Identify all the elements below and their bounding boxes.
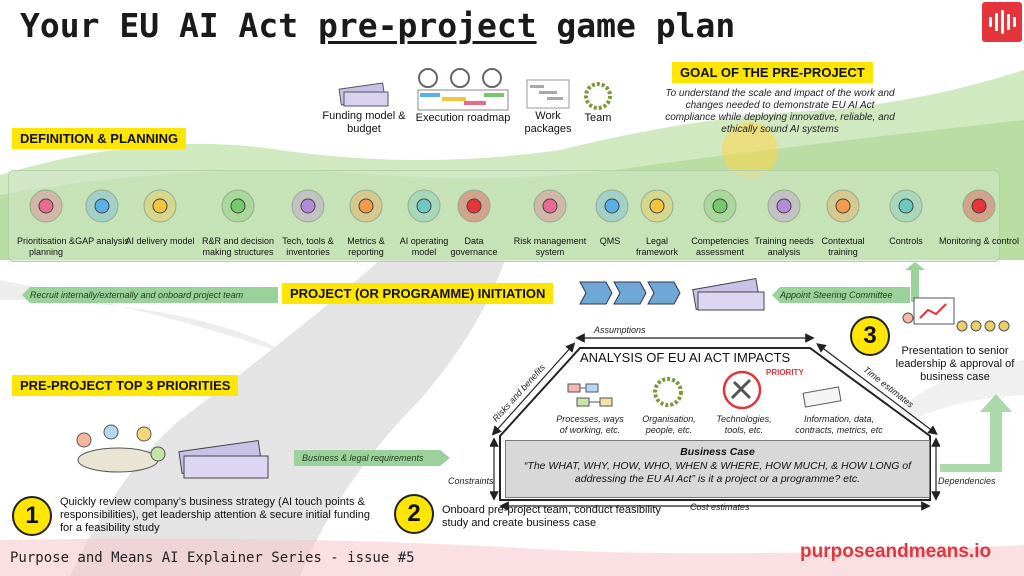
analysis-item-technologies: Technologies, tools, etc. xyxy=(716,414,772,435)
goal-text: To understand the scale and impact of th… xyxy=(665,88,895,135)
brand-url: purposeandmeans.io xyxy=(800,541,992,562)
funding-money-icon xyxy=(178,439,269,479)
definition-item-label: R&R and decision making structures xyxy=(201,236,275,257)
people-icon xyxy=(682,180,758,230)
thumbs-up-icon xyxy=(590,180,630,230)
definition-item: AI operating model xyxy=(393,180,455,258)
triangle-model-icon xyxy=(393,180,455,230)
team-circle-icon xyxy=(584,82,612,110)
cycle-icon xyxy=(124,180,196,230)
definition-item: AI delivery model xyxy=(124,180,196,247)
definition-item-label: Training needs analysis xyxy=(754,236,814,257)
definition-heading: DEFINITION & PLANNING xyxy=(12,128,187,149)
top-item-funding: Funding model & budget xyxy=(322,76,406,136)
gantt-icon xyxy=(526,79,570,109)
definition-item: Contextual training xyxy=(812,180,874,258)
shield-gears-icon xyxy=(446,180,502,230)
brand-logo-icon xyxy=(982,2,1022,42)
definition-item-label: Prioritisation & planning xyxy=(16,236,76,257)
meeting-illustration-icon xyxy=(76,424,166,473)
approval-arrow xyxy=(940,394,1012,472)
technologies-icon xyxy=(722,370,762,410)
constraints-label: Constraints xyxy=(448,476,494,486)
org-chart-icon xyxy=(200,180,276,230)
roadmap-icon xyxy=(417,68,509,111)
priorities-heading: PRE-PROJECT TOP 3 PRIORITIES xyxy=(12,375,239,396)
definition-item: Data governance xyxy=(446,180,502,258)
cost-label: Cost estimates xyxy=(690,502,750,512)
definition-item: GAP analysis xyxy=(74,180,130,247)
definition-band xyxy=(8,170,1000,262)
definition-item-label: GAP analysis xyxy=(75,236,129,246)
person-star-icon xyxy=(748,180,820,230)
priority-label: PRIORITY xyxy=(766,368,804,377)
priority-1-text: Quickly review company’s business strate… xyxy=(60,496,371,534)
priority-2-number: 2 xyxy=(394,494,434,534)
initiation-flags-icon xyxy=(579,281,681,305)
definition-item-label: Data governance xyxy=(450,236,498,257)
puzzle-gear-icon xyxy=(74,180,130,230)
definition-item-label: Competencies assessment xyxy=(691,236,749,257)
definition-item: Training needs analysis xyxy=(748,180,820,258)
steering-arrow-up xyxy=(905,262,925,302)
definition-item-label: Risk management system xyxy=(513,236,587,257)
money-stack-icon xyxy=(338,82,389,107)
priority-1-number: 1 xyxy=(12,496,52,536)
definition-item: Prioritisation & planning xyxy=(8,180,84,258)
organisation-icon xyxy=(653,377,683,407)
recruit-arrow: Recruit internally/externally and onboar… xyxy=(22,287,278,303)
tape-measure-icon xyxy=(336,180,396,230)
information-icon xyxy=(802,386,842,408)
definition-item-label: Controls xyxy=(889,236,923,246)
definition-item: Metrics & reporting xyxy=(336,180,396,258)
presentation-illustration-icon xyxy=(902,297,1010,332)
top-item-work-packages: Work packages xyxy=(520,78,576,136)
definition-item: QMS xyxy=(590,180,630,247)
network-icon xyxy=(874,180,938,230)
processes-icon xyxy=(567,383,613,407)
definition-item: Monitoring & control xyxy=(938,180,1020,247)
requirements-arrow: Business & legal requirements xyxy=(294,450,450,466)
page-title: Your EU AI Act pre-project game plan xyxy=(20,6,736,45)
paragraph-icon xyxy=(634,180,680,230)
definition-item: Competencies assessment xyxy=(682,180,758,258)
top-item-team: Team xyxy=(576,80,620,125)
tools-icon xyxy=(270,180,346,230)
business-case-title: Business Case xyxy=(680,446,755,458)
analysis-item-processes: Processes, ways of working, etc. xyxy=(556,414,624,435)
magnifier-icon xyxy=(938,180,1020,230)
definition-item: Risk management system xyxy=(510,180,590,258)
planning-board-icon xyxy=(8,180,84,230)
definition-item-label: Contextual training xyxy=(821,236,865,257)
analysis-item-organisation: Organisation, people, etc. xyxy=(642,414,696,435)
definition-item-label: Metrics & reporting xyxy=(347,236,385,257)
analysis-item-information: Information, data, contracts, metrics, e… xyxy=(795,414,883,435)
top-item-roadmap: Execution roadmap xyxy=(405,66,521,125)
person-training-icon xyxy=(812,180,874,230)
definition-item: Controls xyxy=(874,180,938,247)
checklist-icon xyxy=(510,180,590,230)
assumptions-label: Assumptions xyxy=(594,325,646,335)
definition-item-label: QMS xyxy=(599,236,621,246)
definition-item: Tech, tools & inventories xyxy=(270,180,346,258)
definition-item-label: Monitoring & control xyxy=(938,236,1020,246)
definition-item: Legal framework xyxy=(634,180,680,258)
definition-item-label: Tech, tools & inventories xyxy=(282,236,334,257)
business-case-text: “The WHAT, WHY, HOW, WHO, WHEN & WHERE, … xyxy=(523,460,912,485)
definition-item: R&R and decision making structures xyxy=(200,180,276,258)
steering-arrow: Appoint Steering Committee xyxy=(772,287,910,303)
initiation-heading: PROJECT (OR PROGRAMME) INITIATION xyxy=(282,283,554,304)
dependencies-label: Dependencies xyxy=(938,476,996,486)
series-footer: Purpose and Means AI Explainer Series - … xyxy=(10,550,415,566)
goal-heading: GOAL OF THE PRE-PROJECT xyxy=(672,62,873,83)
analysis-heading: ANALYSIS OF EU AI ACT IMPACTS xyxy=(580,350,791,365)
business-case-box: Business Case “The WHAT, WHY, HOW, WHO, … xyxy=(505,440,930,498)
definition-item-label: AI operating model xyxy=(399,236,449,257)
definition-item-label: AI delivery model xyxy=(125,236,195,246)
budget-money-icon xyxy=(692,278,765,311)
definition-item-label: Legal framework xyxy=(635,236,678,257)
